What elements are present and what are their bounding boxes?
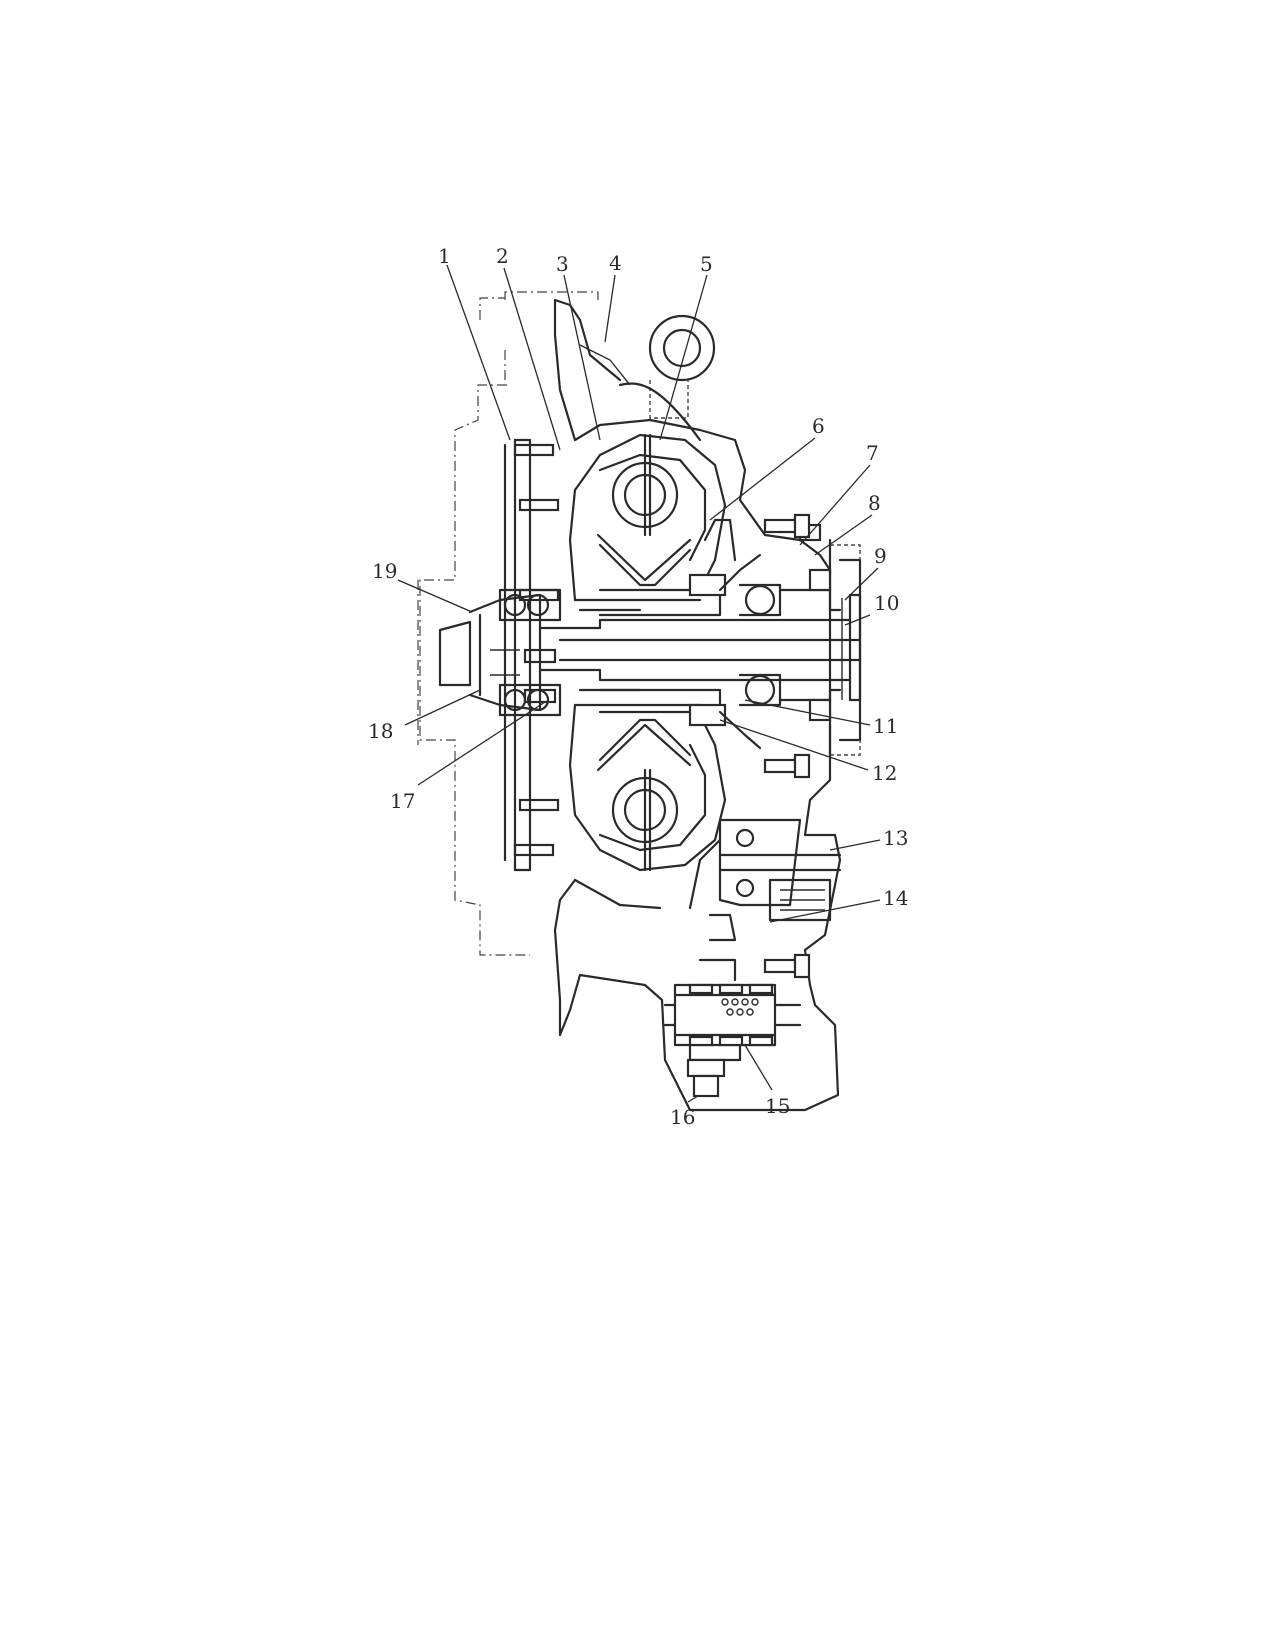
housing-bolts-right	[763, 513, 811, 979]
turbine-shaft	[538, 593, 862, 702]
output-bearings	[738, 568, 842, 722]
callout-19: 19	[372, 559, 397, 583]
oil-strainer	[663, 983, 802, 1062]
callout-10: 10	[874, 591, 899, 615]
callout-3: 3	[556, 252, 569, 276]
callout-8: 8	[868, 491, 881, 515]
callout-11: 11	[873, 714, 898, 738]
callout-14: 14	[883, 886, 908, 910]
callout-18: 18	[368, 719, 393, 743]
stator-hub	[598, 518, 762, 750]
callout-16: 16	[670, 1105, 695, 1129]
converter-housing	[553, 298, 842, 1112]
drain-plug	[686, 1058, 726, 1098]
callout-17: 17	[390, 789, 415, 813]
leader-lines	[397, 264, 881, 1103]
front-cover-hub	[438, 588, 562, 717]
callout-5: 5	[700, 252, 713, 276]
callout-12: 12	[872, 761, 897, 785]
callout-9: 9	[874, 544, 887, 568]
callout-2: 2	[496, 244, 509, 268]
lifting-eye	[618, 314, 716, 442]
charge-pump	[708, 818, 842, 942]
lower-torus	[568, 703, 727, 872]
callout-1: 1	[438, 244, 451, 268]
callout-7: 7	[866, 441, 879, 465]
drive-plate	[503, 438, 532, 872]
callout-labels: 1 2 3 4 5 6 7 8 9 10 11 12 13 14 15 16 1…	[368, 244, 908, 1129]
callout-13: 13	[883, 826, 908, 850]
callout-15: 15	[765, 1094, 790, 1118]
upper-torus	[568, 433, 727, 602]
flywheel-housing-phantom	[417, 291, 599, 956]
callout-6: 6	[812, 414, 825, 438]
flange-bolts	[513, 443, 560, 857]
callout-4: 4	[609, 251, 622, 275]
